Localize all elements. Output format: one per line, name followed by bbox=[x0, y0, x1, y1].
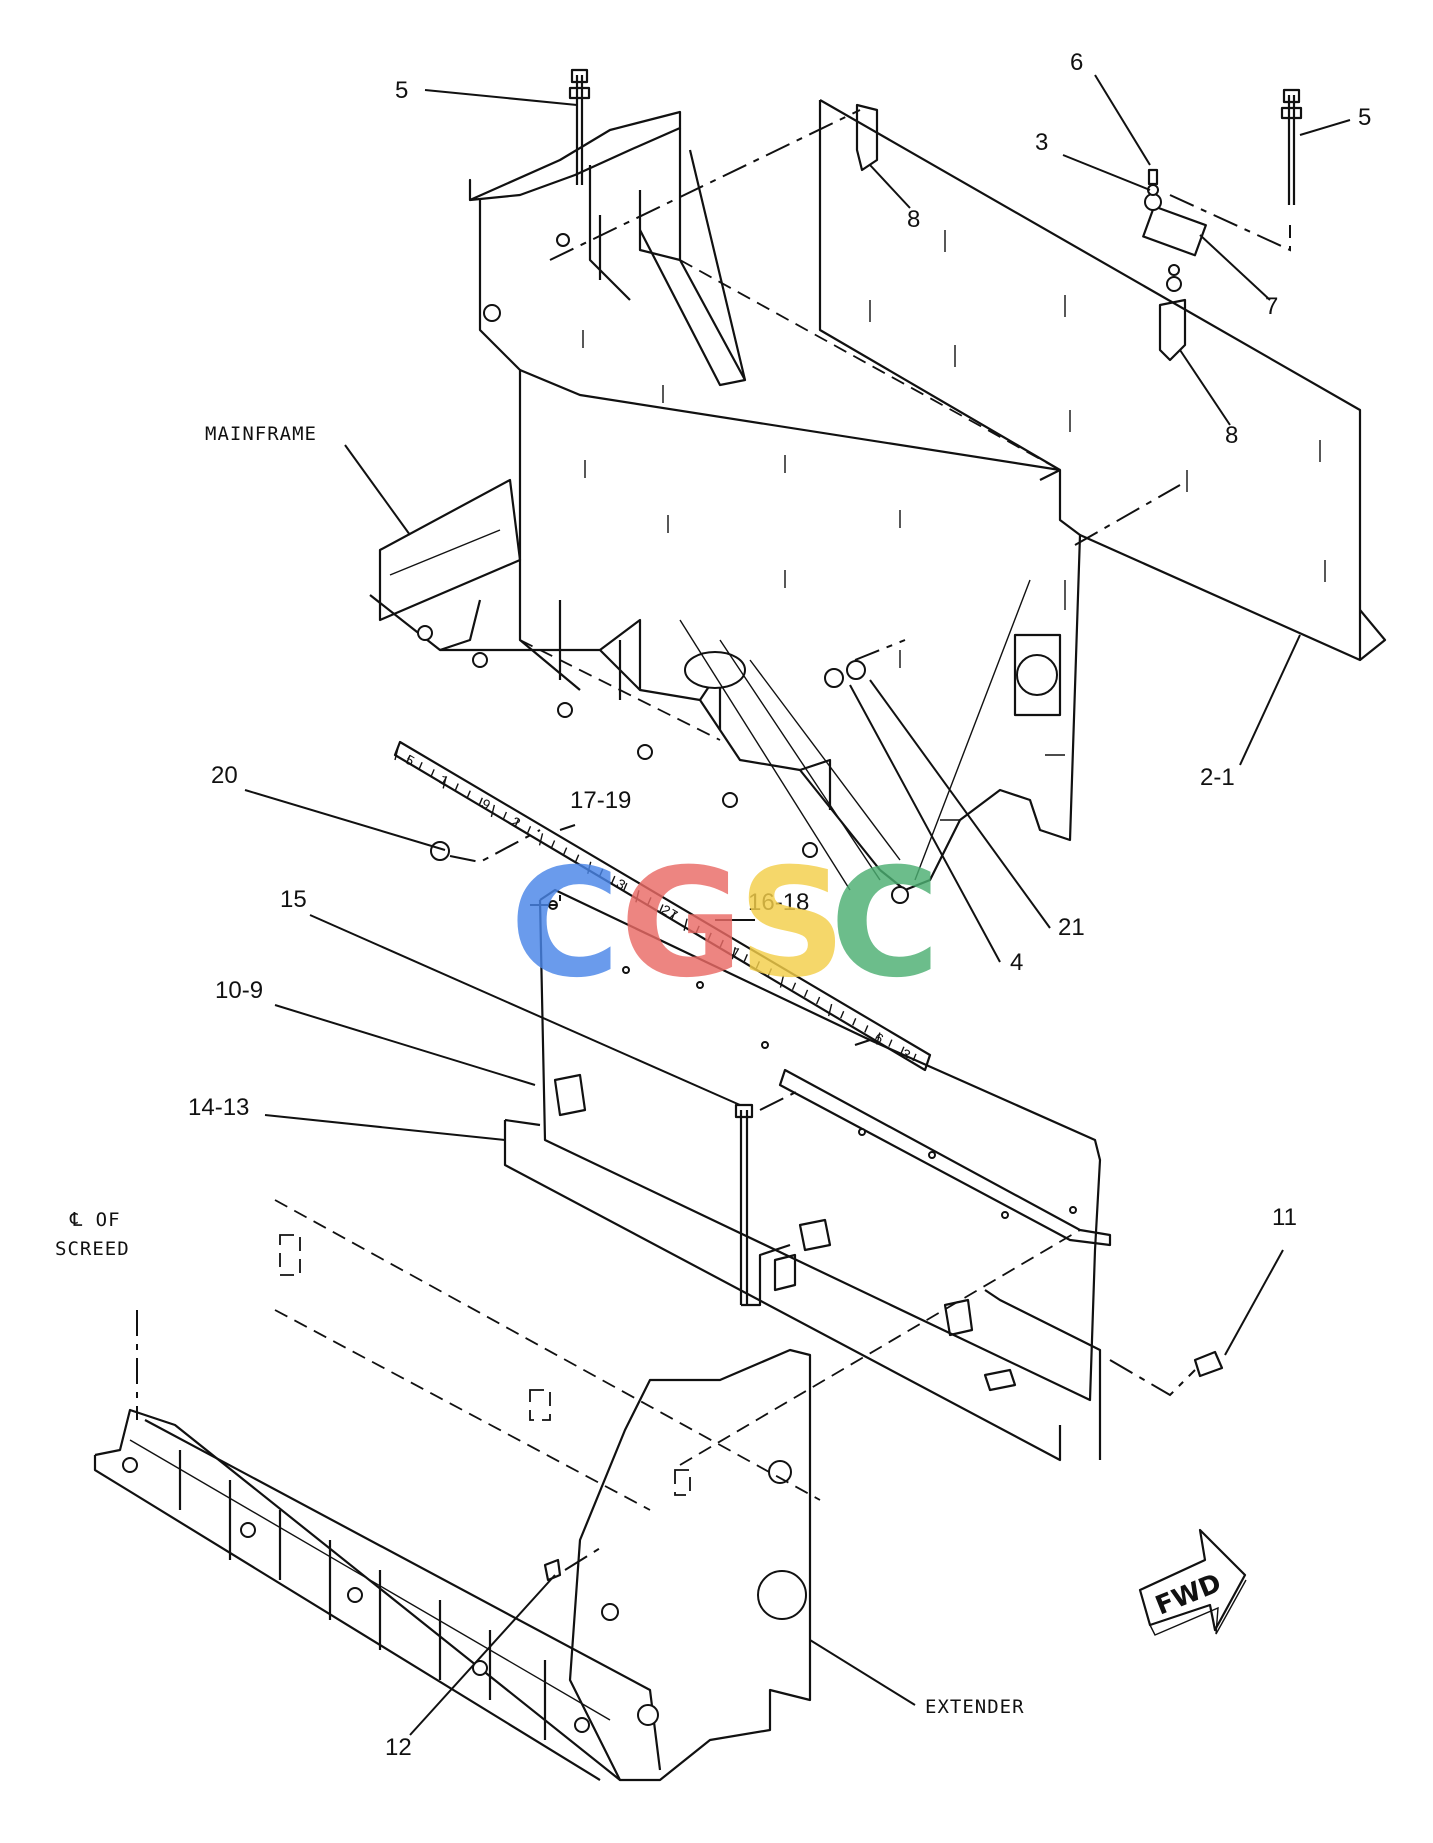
centerline-label-line-2: SCREED bbox=[55, 1238, 130, 1260]
ruler-tick bbox=[900, 1046, 905, 1055]
callout-label: 15 bbox=[280, 886, 307, 913]
hardware-top-right bbox=[549, 103, 1291, 661]
ruler-tick bbox=[635, 890, 640, 903]
ruler-tick bbox=[852, 1018, 857, 1026]
ruler-tick bbox=[671, 911, 676, 919]
callout-label: 16-18 bbox=[748, 889, 809, 916]
ruler-tick bbox=[719, 939, 724, 948]
ruler-tick bbox=[647, 897, 652, 905]
ruler-tick bbox=[623, 882, 628, 891]
ruler-tick bbox=[575, 854, 580, 862]
callout-label: 4 bbox=[1010, 949, 1023, 976]
watermark-letter: S bbox=[738, 837, 846, 1011]
callout-label: 3 bbox=[1035, 129, 1048, 156]
watermark-letter: G bbox=[620, 837, 743, 1011]
ruler-tick bbox=[442, 776, 447, 789]
ruler-tick bbox=[466, 790, 471, 798]
ruler-tick bbox=[394, 747, 399, 761]
ruler-tick bbox=[526, 825, 532, 834]
ruler-tick bbox=[538, 833, 544, 846]
callout-label: 2-1 bbox=[1200, 764, 1235, 791]
stud-bolt-left bbox=[568, 68, 591, 185]
ruler-tick bbox=[888, 1039, 893, 1047]
extender-label: EXTENDER bbox=[925, 1696, 1025, 1718]
ruler-tick bbox=[743, 954, 748, 962]
ruler-tick bbox=[815, 996, 821, 1005]
mainframe-label: MAINFRAME bbox=[205, 423, 317, 445]
ruler-tick bbox=[599, 868, 604, 877]
ruler-tick bbox=[683, 918, 688, 931]
ruler-tick bbox=[827, 1003, 833, 1017]
ruler-tick bbox=[454, 783, 459, 791]
mainframe-assembly bbox=[369, 99, 1387, 904]
ruler-tick bbox=[490, 804, 496, 818]
callout-label: 6 bbox=[1070, 49, 1083, 76]
ruler-tick bbox=[731, 947, 736, 960]
ruler-tick bbox=[864, 1025, 869, 1033]
ruler-tick bbox=[406, 754, 411, 763]
fwd-arrow: FWD bbox=[1138, 1528, 1247, 1636]
fwd-label: FWD bbox=[1151, 1568, 1225, 1621]
middle-plate-assembly bbox=[503, 888, 1224, 1462]
extender-assembly bbox=[93, 1199, 1081, 1782]
centerline-label-line-1: ℄ OF bbox=[69, 1209, 121, 1231]
stud-bolt-right bbox=[1280, 88, 1303, 205]
ruler-tick bbox=[767, 968, 773, 976]
ruler-tick bbox=[478, 797, 483, 806]
ruler-tick bbox=[659, 904, 664, 912]
ruler-tick bbox=[779, 975, 785, 988]
washer-21 bbox=[846, 660, 866, 680]
callout-label: 7 bbox=[1265, 293, 1278, 320]
cgsc-watermark: C G S C bbox=[510, 837, 940, 1011]
callout-label: 14-13 bbox=[188, 1094, 249, 1121]
callout-label: 5 bbox=[395, 77, 408, 104]
ruler-tick bbox=[803, 989, 809, 998]
callout-label: 10-9 bbox=[215, 977, 263, 1004]
callout-label: 12 bbox=[385, 1734, 412, 1761]
ruler-tick bbox=[514, 818, 520, 827]
callout-label: 8 bbox=[907, 206, 920, 233]
ruler-mark: 27 bbox=[657, 903, 680, 925]
ruler-tick bbox=[840, 1010, 845, 1019]
callout-label: 21 bbox=[1058, 914, 1085, 941]
ruler-tick bbox=[562, 847, 568, 855]
callout-label: 11 bbox=[1272, 1204, 1297, 1231]
ruler-tick bbox=[695, 925, 700, 934]
ruler-tick bbox=[502, 811, 508, 820]
callouts: 5 6 5 3 8 7 8 2-1 20 17-19 16-18 15 10-9… bbox=[188, 49, 1371, 1761]
ruler-tick bbox=[791, 982, 797, 991]
ruler-tick bbox=[707, 932, 712, 941]
ruler-tick bbox=[587, 861, 592, 874]
ruler-tick bbox=[550, 840, 556, 848]
watermark-letter: C bbox=[510, 837, 620, 1011]
ruler-tick bbox=[755, 961, 761, 969]
callout-label: 20 bbox=[211, 762, 238, 789]
ruler-tick bbox=[430, 769, 435, 777]
watermark-letter: C bbox=[830, 837, 940, 1011]
nut-4 bbox=[824, 668, 844, 688]
leader-lines bbox=[244, 74, 1351, 1736]
bolt-20 bbox=[430, 841, 450, 861]
ruler-tick bbox=[611, 875, 616, 884]
callout-label: 5 bbox=[1358, 104, 1371, 131]
callout-label: 17-19 bbox=[570, 787, 631, 814]
callout-label: 8 bbox=[1225, 422, 1238, 449]
ruler-tick bbox=[418, 761, 423, 770]
